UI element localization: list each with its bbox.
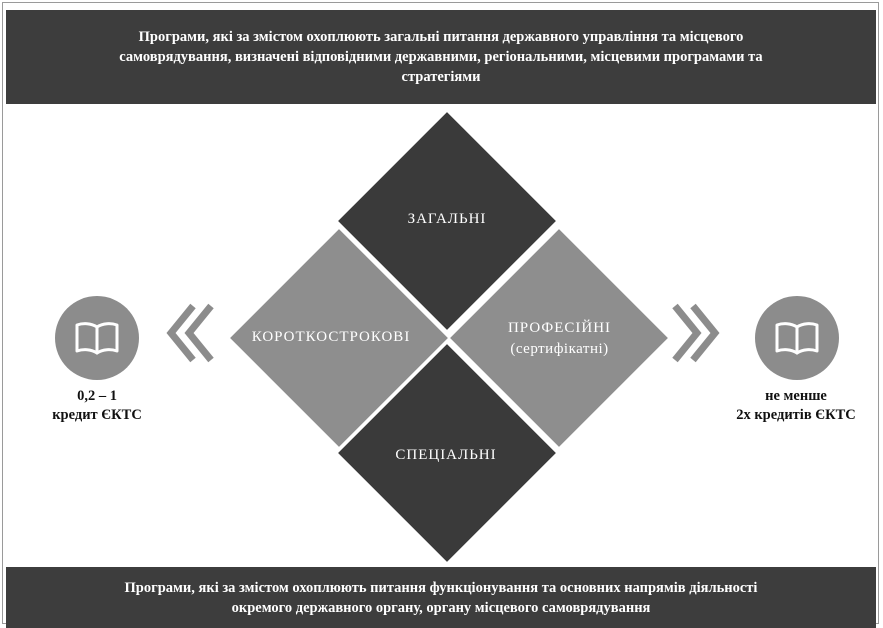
open-book-icon: [75, 322, 119, 355]
bottom-banner-line-1: Програми, які за змістом охоплюють питан…: [124, 579, 758, 596]
bottom-banner-line-2: окремого державного органу, органу місце…: [231, 599, 651, 616]
left-credit-line-1: 0,2 – 1: [77, 388, 117, 404]
left-credit-text: 0,2 – 1 кредит ЄКТС: [17, 387, 177, 425]
left-book-circle: [55, 296, 139, 380]
left-credit-line-2: кредит ЄКТС: [52, 407, 142, 423]
diamond-professional-line-1: ПРОФЕСІЙНІ: [507, 320, 612, 336]
diamond-professional-line-2: (сертифікатні): [510, 341, 609, 357]
top-banner: Програми, які за змістом охоплюють загал…: [6, 10, 876, 104]
diamond-professional-label: ПРОФЕСІЙНІ (сертифікатні): [487, 318, 632, 360]
diamond-short-term-label: КОРОТКОСТРОКОВІ: [251, 329, 411, 345]
top-banner-line-3: стратегіями: [401, 69, 481, 85]
right-credit-line-2: 2х кредитів ЄКТС: [736, 407, 856, 423]
diamond-general-label: ЗАГАЛЬНІ: [407, 211, 487, 227]
right-book-circle: [755, 296, 839, 380]
top-banner-line-2: самоврядування, визначені відповідними д…: [119, 49, 763, 65]
right-chevrons-icon: [672, 303, 720, 363]
diamond-special-label: СПЕЦІАЛЬНІ: [395, 447, 497, 463]
open-book-icon: [775, 322, 819, 355]
top-banner-line-1: Програми, які за змістом охоплюють загал…: [138, 29, 744, 45]
left-chevrons-icon: [166, 303, 214, 363]
right-credit-line-1: не менше: [765, 388, 827, 404]
right-credit-text: не менше 2х кредитів ЄКТС: [714, 387, 878, 425]
bottom-banner: Програми, які за змістом охоплюють питан…: [6, 567, 876, 628]
